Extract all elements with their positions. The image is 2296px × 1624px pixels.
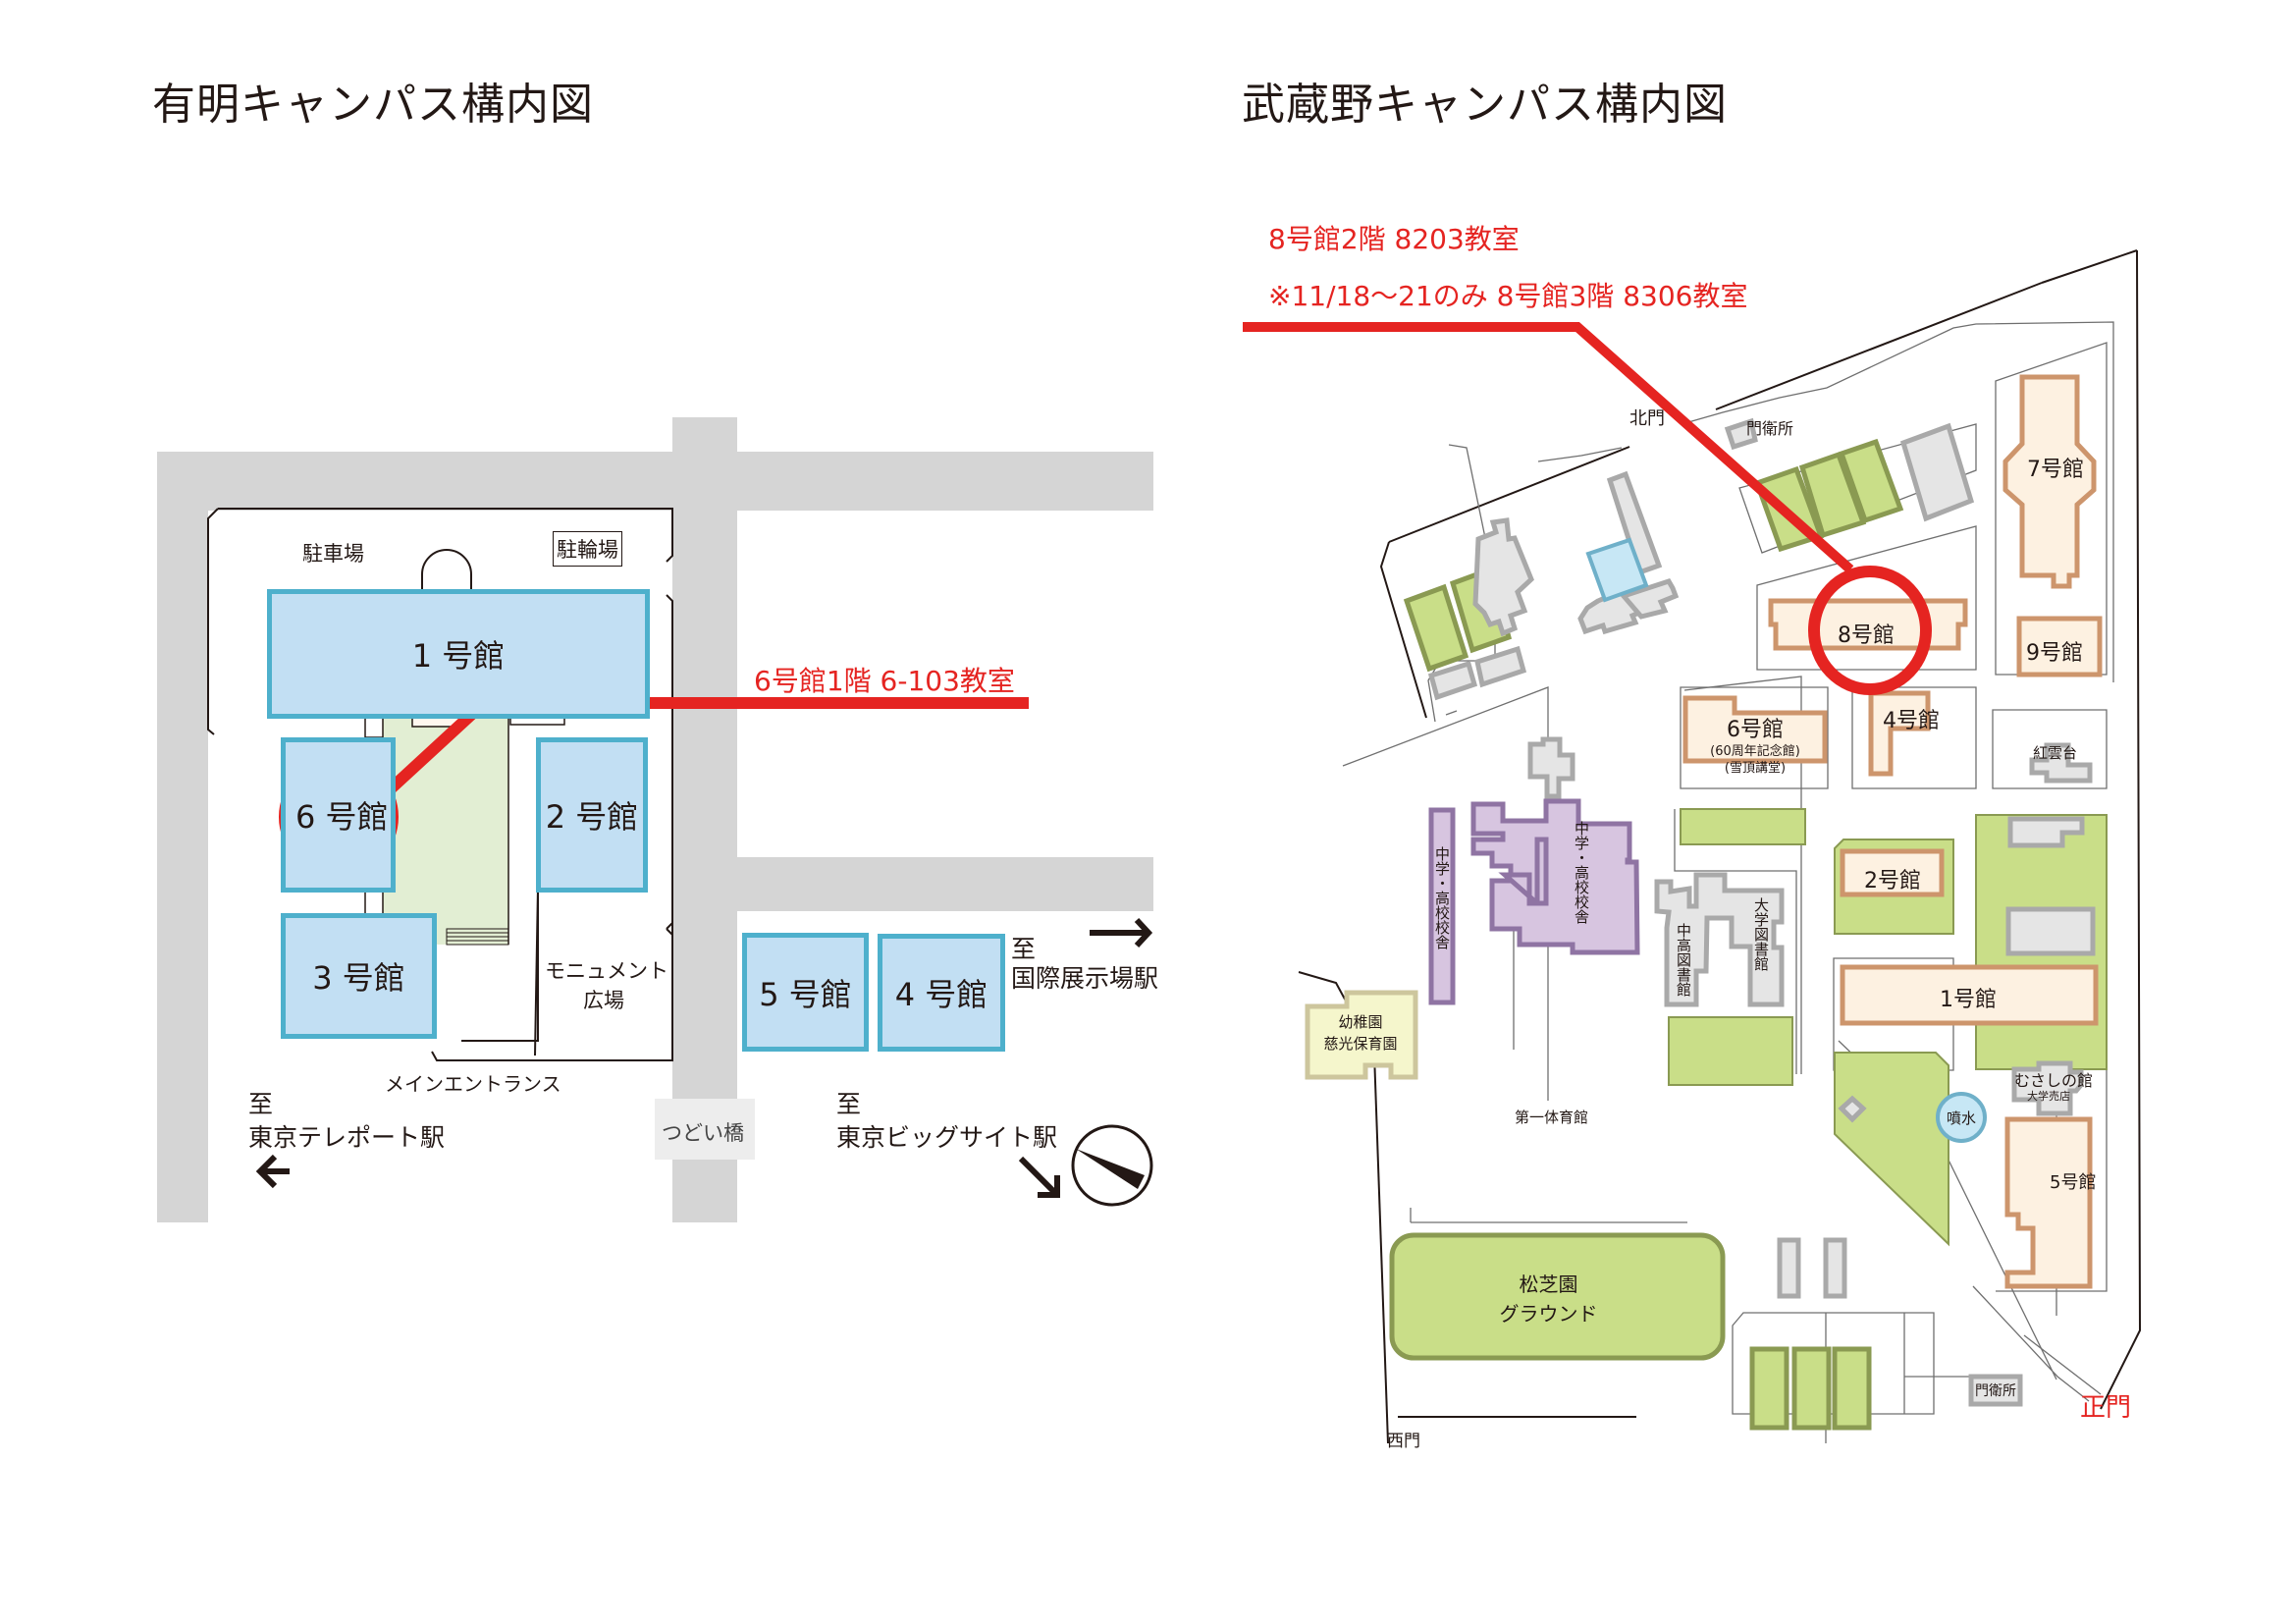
musashino-campus-map: 8号館2階 8203教室 ※11/18〜21のみ 8号館3階 8306教室 北門… — [1178, 0, 2296, 1624]
jhs-hs-library[interactable]: 中高図書館 — [1675, 923, 1692, 997]
tokyo-teleport-station: 東京テレポート駅 — [248, 1123, 446, 1152]
ariake-building-2[interactable]: 2 号館 — [536, 737, 648, 893]
to-kanji: 至 — [1011, 935, 1037, 963]
university-library[interactable]: 大学図書館 — [1752, 897, 1770, 971]
to-tokyo-teleport-label: 至 東京テレポート駅 — [248, 1088, 445, 1155]
building-7[interactable]: 7号館 — [2027, 458, 2084, 482]
musashino-highlight — [1243, 322, 1932, 695]
ground[interactable]: 松芝園 グラウンド — [1492, 1270, 1605, 1328]
ground-line2: グラウンド — [1499, 1302, 1598, 1326]
musashino-map-title: 武蔵野キャンパス構内図 — [1242, 80, 1728, 130]
musashino-hall[interactable]: むさしの館 大学売店 — [2014, 1071, 2094, 1104]
building-4[interactable]: 4号館 — [1883, 709, 1940, 733]
jhs-hs-building-west[interactable]: 中学・高校校舎 — [1433, 846, 1451, 949]
kounkai-label[interactable]: 紅雲台 — [2033, 744, 2078, 762]
kindergarten[interactable]: 幼稚園 慈光保育園 — [1315, 1011, 1406, 1055]
north-guard-house-label: 門衛所 — [1746, 419, 1794, 438]
ariake-room-label: 6号館1階 6-103教室 — [754, 665, 1015, 697]
university-store-label: 大学売店 — [2027, 1090, 2070, 1103]
arrow-down-right-icon — [1018, 1156, 1060, 1198]
ariake-campus-map: 1 号館 6 号館 2 号館 3 号館 5 号館 4 号館 駐車場 駐輪場 モニ… — [0, 0, 1178, 1276]
musashino-map-graphics — [1243, 249, 2142, 1444]
building-8[interactable]: 8号館 — [1838, 623, 1895, 648]
building-6-sub1: (60周年記念館) — [1710, 744, 1800, 759]
to-kokusai-tenjijo-label: 至 国際展示場駅 — [1011, 935, 1158, 994]
building-6-label: 6号館 — [1727, 718, 1784, 742]
ground-line1: 松芝園 — [1519, 1272, 1578, 1296]
building-5[interactable]: 5号館 — [2050, 1172, 2097, 1193]
parking-label: 駐車場 — [302, 542, 364, 566]
tokyo-big-sight-station: 東京ビッグサイト駅 — [836, 1123, 1058, 1152]
building-1[interactable]: 1号館 — [1940, 988, 1997, 1012]
west-gate-label: 西門 — [1387, 1432, 1420, 1451]
ariake-building-1[interactable]: 1 号館 — [267, 589, 650, 719]
arrow-left-icon — [255, 1154, 290, 1189]
musashino-hall-label: むさしの館 — [2014, 1071, 2094, 1090]
compass-icon — [1071, 1124, 1153, 1207]
kindergarten-line1: 幼稚園 — [1338, 1013, 1383, 1031]
jhs-hs-building-main[interactable]: 中学・高校校舎 — [1573, 821, 1590, 924]
monument-plaza-line1: モニュメント — [545, 959, 668, 983]
gym-1-label[interactable]: 第一体育館 — [1515, 1109, 1589, 1126]
ariake-building-3[interactable]: 3 号館 — [281, 913, 437, 1039]
to-kanji: 至 — [836, 1090, 862, 1118]
monument-plaza-label: モニュメント 広場 — [545, 955, 668, 1014]
ariake-building-6[interactable]: 6 号館 — [281, 737, 396, 893]
ariake-map-graphics — [157, 417, 1153, 1222]
bicycle-parking-label: 駐輪場 — [553, 531, 622, 567]
north-gate-label: 北門 — [1629, 408, 1665, 429]
ariake-building-5[interactable]: 5 号館 — [742, 933, 869, 1052]
building-2[interactable]: 2号館 — [1864, 869, 1921, 893]
arrow-right-icon — [1090, 917, 1153, 948]
musashino-room-label-2: ※11/18〜21のみ 8号館3階 8306教室 — [1268, 280, 1748, 312]
main-guard-house-label: 門衛所 — [1975, 1383, 2016, 1399]
building-9[interactable]: 9号館 — [2026, 641, 2083, 666]
main-entrance-label: メインエントランス — [385, 1072, 561, 1096]
kokusai-tenjijo-station: 国際展示場駅 — [1011, 964, 1159, 993]
to-kanji: 至 — [248, 1090, 274, 1118]
roads — [157, 417, 1153, 1222]
ariake-map-title: 有明キャンパス構内図 — [152, 80, 594, 130]
tsudoi-bridge-label: つどい橋 — [662, 1121, 744, 1145]
ariake-building-4[interactable]: 4 号館 — [878, 934, 1005, 1052]
to-big-sight-label: 至 東京ビッグサイト駅 — [836, 1088, 1057, 1155]
building-6[interactable]: 6号館 (60周年記念館) (雪頂講堂) — [1685, 718, 1825, 777]
kindergarten-line2: 慈光保育園 — [1323, 1035, 1398, 1053]
fountain-label: 噴水 — [1947, 1110, 1977, 1127]
monument-plaza-line2: 広場 — [583, 989, 624, 1012]
main-gate-label: 正門 — [2080, 1393, 2132, 1423]
building-6-sub2: (雪頂講堂) — [1724, 761, 1787, 776]
musashino-room-label-1: 8号館2階 8203教室 — [1268, 223, 1520, 255]
